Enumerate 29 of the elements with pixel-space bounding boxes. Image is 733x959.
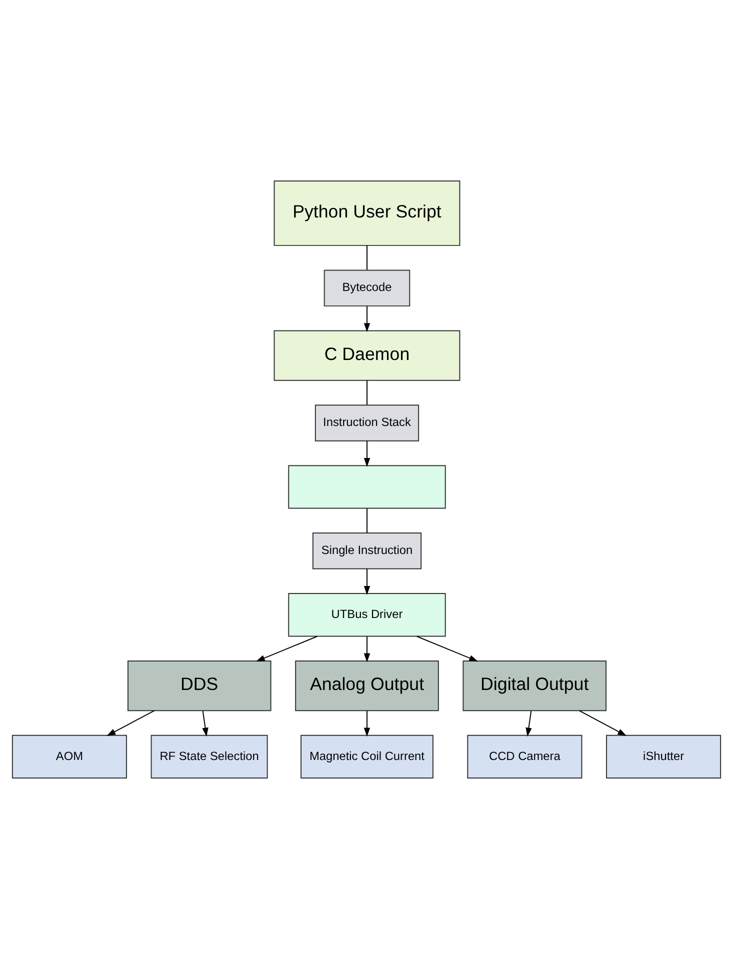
arrow (364, 710, 370, 737)
connector (366, 245, 368, 270)
arrow (256, 636, 318, 662)
arrow (364, 440, 370, 467)
node-box: Bytecode (324, 270, 410, 306)
arrow (526, 710, 532, 737)
node-box: Magnetic Coil Current (300, 734, 434, 779)
node-box: RF State Selection (150, 734, 268, 779)
node-box: DDS (127, 660, 272, 712)
node-box: AOM (12, 734, 127, 779)
arrow (578, 710, 627, 736)
node-box: Instruction Stack (314, 404, 420, 442)
node-box: Analog Output (295, 660, 439, 712)
arrow (416, 636, 478, 662)
connector (366, 508, 368, 534)
node-box: C Daemon (274, 330, 460, 381)
arrow (202, 710, 208, 737)
node-box: UTBus Driver (288, 593, 446, 637)
node-box: Digital Output (462, 660, 607, 712)
node-box: Python User Script (274, 180, 460, 246)
node-box: CCD Camera (467, 734, 582, 779)
arrow (364, 306, 370, 332)
arrow (364, 636, 370, 662)
node-box: Single Instruction (312, 532, 422, 570)
node-box (288, 465, 446, 509)
arrow (364, 568, 370, 595)
arrow (106, 710, 155, 736)
node-box: iShutter (606, 734, 722, 779)
connector (366, 380, 368, 406)
